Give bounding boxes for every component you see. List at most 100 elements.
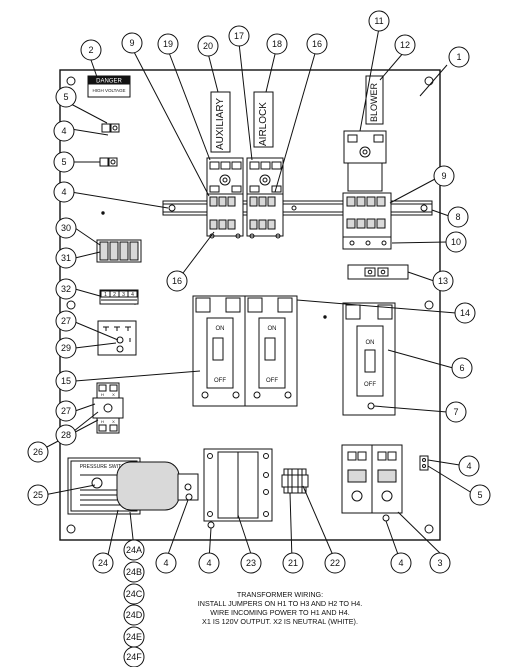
airlock-relay-label: AIRLOCK: [253, 91, 274, 148]
callout-4: 4: [53, 181, 75, 203]
ground-terminal-lower: [99, 157, 118, 167]
panel-mount-hole: [424, 524, 434, 534]
svg-text:13: 13: [438, 276, 448, 286]
pressure-switch: PRESSURE SWITCH: [67, 457, 199, 515]
breaker-off-label: OFF: [364, 382, 376, 388]
svg-text:5: 5: [477, 490, 482, 500]
ground-terminal-upper: [101, 123, 120, 133]
callout-9: 9: [121, 32, 143, 54]
transformer-letter: H: [101, 392, 104, 397]
callout-13: 13: [432, 270, 454, 292]
auxiliary-text: AUXILIARY: [215, 98, 226, 150]
blower-breaker: ON OFF: [342, 302, 396, 416]
callout-4: 4: [198, 552, 220, 574]
breaker-on-label: ON: [366, 340, 375, 346]
callout-7: 7: [445, 401, 467, 423]
callout-17: 17: [228, 25, 250, 47]
svg-text:2: 2: [88, 45, 93, 55]
svg-text:23: 23: [246, 558, 256, 568]
note-line: INSTALL JUMPERS ON H1 TO H3 AND H2 TO H4…: [197, 599, 363, 608]
panel-mount-hole: [424, 76, 434, 86]
svg-text:24E: 24E: [126, 632, 142, 642]
svg-text:9: 9: [441, 171, 446, 181]
svg-text:30: 30: [61, 223, 71, 233]
svg-text:21: 21: [288, 558, 298, 568]
panel-pilot-hole: [323, 315, 327, 319]
svg-text:27: 27: [61, 316, 71, 326]
breaker-on-label: ON: [268, 326, 277, 332]
terminal-marker-strip: 1 2 3 4: [99, 289, 139, 305]
danger-label: DANGER HIGH VOLTAGE: [87, 75, 131, 98]
svg-text:19: 19: [163, 39, 173, 49]
callout-27: 27: [55, 310, 77, 332]
svg-text:17: 17: [234, 31, 244, 41]
callout-1: 1: [448, 46, 470, 68]
breaker-left: ON OFF: [192, 295, 246, 407]
callout-5: 5: [55, 86, 77, 108]
svg-text:18: 18: [272, 39, 282, 49]
callout-24: 24: [92, 552, 114, 574]
svg-text:28: 28: [61, 430, 71, 440]
svg-text:31: 31: [61, 253, 71, 263]
breaker-right: ON OFF: [244, 295, 298, 407]
callout-15: 15: [55, 370, 77, 392]
note-line: WIRE INCOMING POWER TO H1 AND H4.: [210, 608, 350, 617]
note-line: TRANSFORMER WIRING:: [236, 590, 324, 599]
callout-27: 27: [55, 400, 77, 422]
callout-23: 23: [240, 552, 262, 574]
svg-text:25: 25: [33, 490, 43, 500]
svg-text:24C: 24C: [126, 589, 143, 599]
main-transformer: [203, 448, 273, 522]
panel-pilot-hole: [101, 211, 105, 215]
svg-text:9: 9: [129, 38, 134, 48]
svg-text:24: 24: [98, 558, 108, 568]
svg-text:4: 4: [163, 558, 168, 568]
back-panel: [59, 69, 441, 541]
panel-mount-hole: [66, 524, 76, 534]
terminal-number: 1: [104, 292, 107, 298]
mount-screw: [382, 514, 390, 522]
callout-24a: 24A: [123, 539, 145, 561]
svg-text:15: 15: [61, 376, 71, 386]
svg-text:20: 20: [203, 41, 213, 51]
svg-text:4: 4: [61, 126, 66, 136]
callout-29: 29: [55, 337, 77, 359]
svg-text:16: 16: [312, 39, 322, 49]
svg-text:7: 7: [453, 407, 458, 417]
terminal-number: 2: [113, 292, 116, 298]
relay-sockets: [341, 444, 403, 514]
din-rail: [162, 200, 433, 216]
callout-6: 6: [451, 357, 473, 379]
transformer-letter: X: [112, 419, 115, 424]
callout-3: 3: [429, 552, 451, 574]
callout-4: 4: [390, 552, 412, 574]
panel-mount-hole: [66, 300, 76, 310]
danger-title: DANGER: [96, 79, 122, 85]
breaker-on-label: ON: [216, 326, 225, 332]
terminal-number: 3: [122, 292, 125, 298]
svg-text:32: 32: [61, 284, 71, 294]
svg-text:24A: 24A: [126, 545, 142, 555]
svg-text:3: 3: [437, 558, 442, 568]
callout-4: 4: [53, 120, 75, 142]
callout-24f: 24F: [123, 646, 145, 667]
callout-4: 4: [155, 552, 177, 574]
callout-28: 28: [55, 424, 77, 446]
pressure-switch-title: PRESSURE SWITCH: [80, 464, 129, 470]
callout-11: 11: [368, 10, 390, 32]
svg-text:5: 5: [63, 92, 68, 102]
callout-14: 14: [454, 302, 476, 324]
svg-text:24D: 24D: [126, 610, 143, 620]
callout-22: 22: [324, 552, 346, 574]
svg-text:10: 10: [451, 237, 461, 247]
callout-5: 5: [469, 484, 491, 506]
callout-21: 21: [282, 552, 304, 574]
ground-terminal-right: [419, 455, 429, 471]
callout-12: 12: [394, 34, 416, 56]
callout-4: 4: [458, 455, 480, 477]
danger-subtitle: HIGH VOLTAGE: [92, 88, 125, 93]
callout-24b: 24B: [123, 561, 145, 583]
svg-text:5: 5: [61, 157, 66, 167]
callout-31: 31: [55, 247, 77, 269]
breaker-off-label: OFF: [214, 378, 226, 384]
